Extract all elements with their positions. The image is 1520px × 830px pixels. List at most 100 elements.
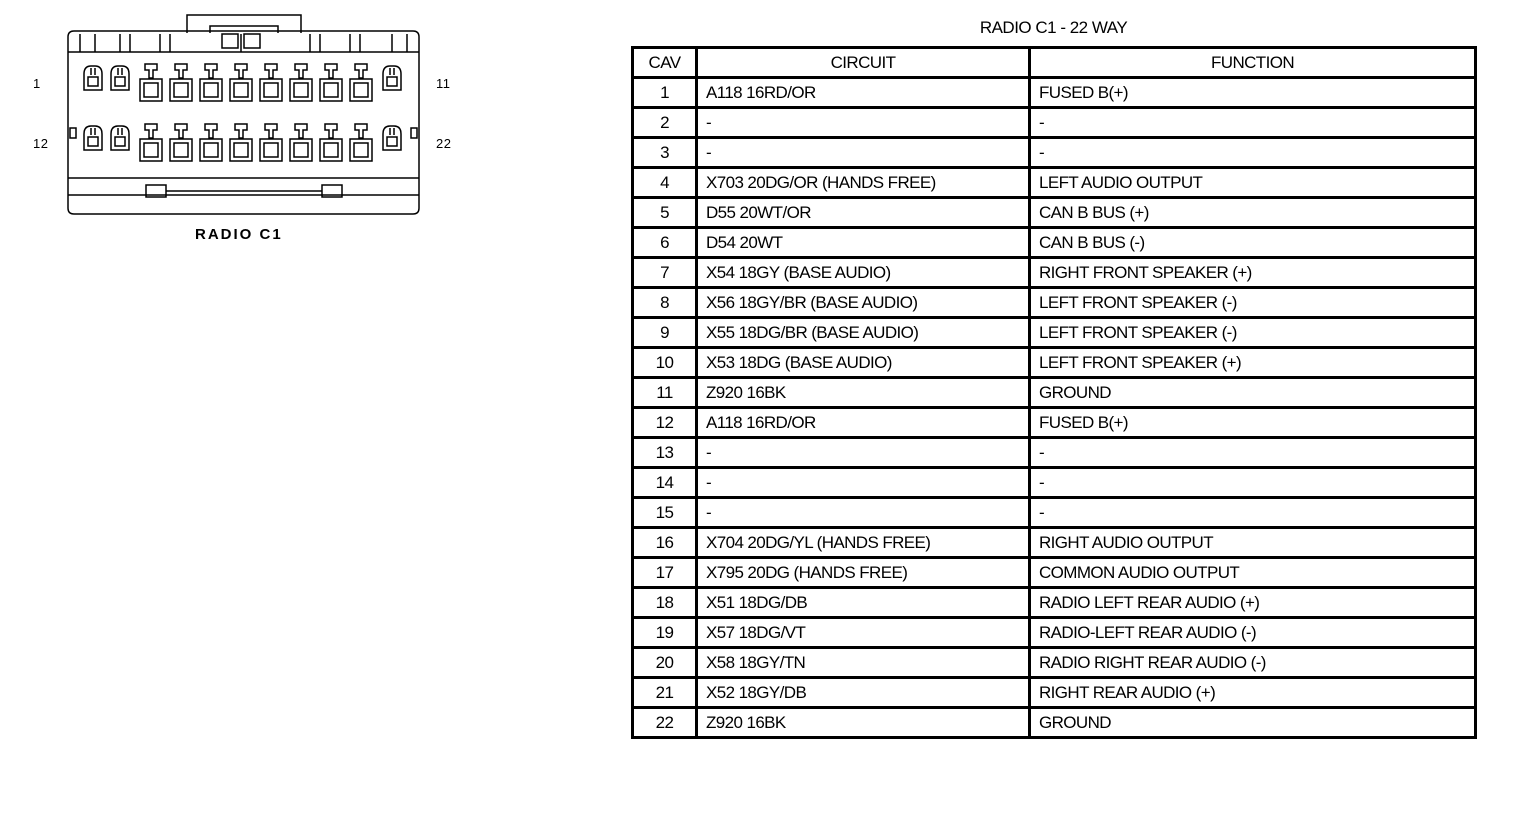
cell-circuit: - [695,466,1031,499]
cavity-row2-1 [83,125,103,151]
cell-function: - [1028,466,1477,499]
cavity-row2-5 [204,123,218,139]
cell-function: CAN B BUS (-) [1028,226,1477,259]
cell-cav: 22 [631,706,698,739]
cavity-row2-2 [110,125,130,151]
cell-cav: 12 [631,406,698,439]
table-row: 2-- [631,106,1477,139]
cell-function: RIGHT REAR AUDIO (+) [1028,676,1477,709]
cell-cav: 18 [631,586,698,619]
cell-cav: 2 [631,106,698,139]
cell-circuit: X58 18GY/TN [695,646,1031,679]
cell-circuit: - [695,136,1031,169]
cell-circuit: X56 18GY/BR (BASE AUDIO) [695,286,1031,319]
connector-latch-key [243,33,261,49]
cavity-row2-11 [382,125,402,151]
cell-cav: 8 [631,286,698,319]
cell-function: CAN B BUS (+) [1028,196,1477,229]
cell-cav: 7 [631,256,698,289]
cavity-row2-4 [174,123,188,139]
cavity-row1-3 [144,63,158,79]
header-cav: CAV [631,46,698,79]
header-circuit: CIRCUIT [695,46,1031,79]
cell-cav: 16 [631,526,698,559]
cell-circuit: X51 18DG/DB [695,586,1031,619]
cell-circuit: - [695,496,1031,529]
connector-latch-key [221,33,239,49]
cell-cav: 10 [631,346,698,379]
cell-circuit: X53 18DG (BASE AUDIO) [695,346,1031,379]
cavity-row2-6 [234,123,248,139]
cell-cav: 20 [631,646,698,679]
pin-label-22: 22 [436,136,452,151]
cell-function: LEFT FRONT SPEAKER (+) [1028,346,1477,379]
header-function: FUNCTION [1028,46,1477,79]
connector-side-post [410,127,418,139]
cell-function: - [1028,496,1477,529]
cell-cav: 11 [631,376,698,409]
connector-latch-inner [209,25,279,33]
cell-cav: 4 [631,166,698,199]
cell-cav: 14 [631,466,698,499]
connector-side-post [69,127,77,139]
table-row: 13-- [631,436,1477,469]
cavity-row2-10 [354,123,368,139]
cell-circuit: A118 16RD/OR [695,406,1031,439]
cell-cav: 19 [631,616,698,649]
cavity-row1-10 [354,63,368,79]
cavity-row1-11 [382,65,402,91]
cell-circuit: D54 20WT [695,226,1031,259]
cell-circuit: D55 20WT/OR [695,196,1031,229]
cell-cav: 3 [631,136,698,169]
cell-function: LEFT FRONT SPEAKER (-) [1028,286,1477,319]
connector-title: RADIO C1 [195,226,283,243]
cell-cav: 5 [631,196,698,229]
cell-circuit: Z920 16BK [695,706,1031,739]
cell-circuit: A118 16RD/OR [695,76,1031,109]
cell-cav: 13 [631,436,698,469]
table-header-row: CAV CIRCUIT FUNCTION [631,46,1477,79]
cell-function: GROUND [1028,376,1477,409]
cell-function: RADIO LEFT REAR AUDIO (+) [1028,586,1477,619]
connector-latch [186,14,302,33]
cell-circuit: X54 18GY (BASE AUDIO) [695,256,1031,289]
pin-label-1: 1 [33,76,41,91]
cavity-row2-7 [264,123,278,139]
cell-circuit: X57 18DG/VT [695,616,1031,649]
cell-function: RIGHT FRONT SPEAKER (+) [1028,256,1477,289]
cell-cav: 9 [631,316,698,349]
cell-cav: 17 [631,556,698,589]
table-title: RADIO C1 - 22 WAY [979,18,1128,37]
table-row: 15-- [631,496,1477,529]
cell-function: RADIO RIGHT REAR AUDIO (-) [1028,646,1477,679]
cavity-row1-4 [174,63,188,79]
cell-function: LEFT AUDIO OUTPUT [1028,166,1477,199]
cavity-row1-1 [83,65,103,91]
cell-cav: 15 [631,496,698,529]
cell-circuit: X704 20DG/YL (HANDS FREE) [695,526,1031,559]
cell-function: - [1028,106,1477,139]
cell-function: GROUND [1028,706,1477,739]
cell-circuit: - [695,106,1031,139]
cell-function: FUSED B(+) [1028,406,1477,439]
cell-circuit: - [695,436,1031,469]
pin-label-11: 11 [436,76,451,91]
cell-function: LEFT FRONT SPEAKER (-) [1028,316,1477,349]
cell-cav: 21 [631,676,698,709]
